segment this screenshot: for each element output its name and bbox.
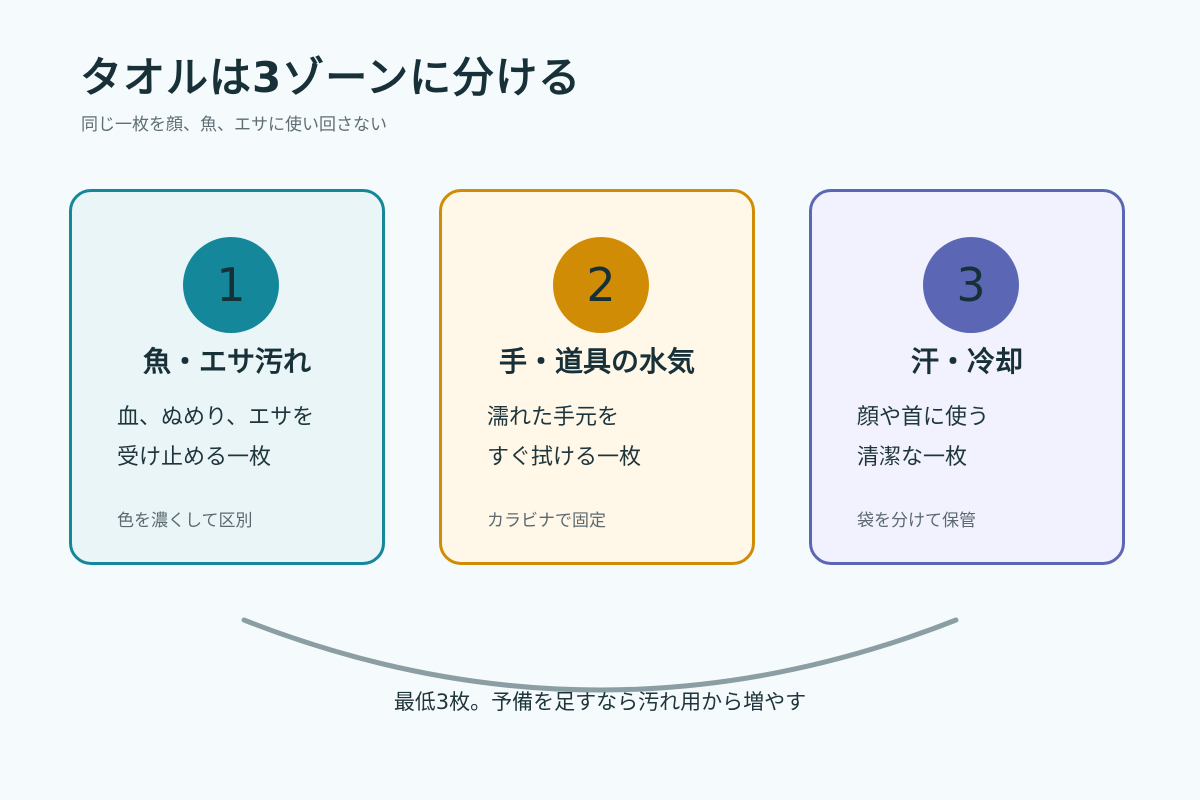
zone-number-badge: 2	[553, 237, 649, 333]
zone-description-line: 顔や首に使う	[857, 405, 990, 430]
zone-description: 血、ぬめり、エサを 受け止める一枚	[117, 398, 314, 478]
zone-description-line: 血、ぬめり、エサを	[117, 405, 315, 430]
zone-title: 魚・エサ汚れ	[142, 345, 311, 378]
zone-number-badge: 3	[923, 237, 1019, 333]
page-title: タオルは3ゾーンに分ける	[80, 53, 582, 102]
zone-title: 手・道具の水気	[498, 345, 695, 378]
grouping-curve-line	[241, 617, 959, 693]
zone-note: 色を濃くして区別	[117, 511, 253, 531]
zone-description: 濡れた手元を すぐ拭ける一枚	[487, 398, 641, 478]
zone-description-line: 濡れた手元を	[487, 405, 620, 430]
footer-note: 最低3枚。予備を足すなら汚れ用から増やす	[393, 690, 807, 714]
zone-note: 袋を分けて保管	[857, 511, 976, 531]
zone-card-sweat-cooling: 3 汗・冷却 顔や首に使う 清潔な一枚 袋を分けて保管	[809, 189, 1125, 565]
zone-description: 顔や首に使う 清潔な一枚	[857, 398, 989, 478]
page-subtitle: 同じ一枚を顔、魚、エサに使い回さない	[81, 115, 387, 135]
zone-description-line: 清潔な一枚	[857, 445, 968, 470]
zone-number-badge: 1	[183, 237, 279, 333]
zone-description-line: 受け止める一枚	[117, 445, 272, 470]
zone-note: カラビナで固定	[487, 511, 606, 531]
zone-description-line: すぐ拭ける一枚	[487, 445, 642, 470]
zone-title: 汗・冷却	[910, 345, 1023, 378]
zone-card-fish-bait: 1 魚・エサ汚れ 血、ぬめり、エサを 受け止める一枚 色を濃くして区別	[69, 189, 385, 565]
zone-card-hands-tools: 2 手・道具の水気 濡れた手元を すぐ拭ける一枚 カラビナで固定	[439, 189, 755, 565]
